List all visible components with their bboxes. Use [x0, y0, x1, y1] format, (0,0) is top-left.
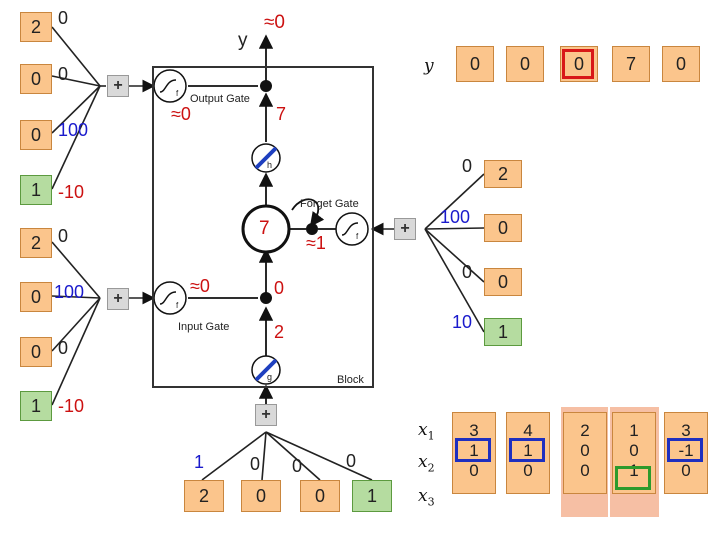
x-seq-3-value-1: 2 [580, 421, 590, 440]
input-weight-1: 0 [58, 226, 69, 246]
x-seq-4-value-3: 1 [629, 461, 639, 480]
h-symbol: h [267, 160, 273, 170]
x-seq-4-value-1: 1 [629, 421, 639, 440]
input-gate-value: ≈0 [190, 276, 210, 296]
memory-cell [241, 204, 291, 254]
input-gate-sigmoid [153, 281, 187, 315]
input-gate-fanin [51, 241, 101, 406]
y-sequence-symbol: y [424, 56, 434, 76]
forget-weight-2: 100 [440, 207, 471, 227]
input-multiply-node [260, 292, 272, 304]
forget-weight-1: 0 [462, 156, 473, 176]
cell-input-sum: + [255, 404, 277, 426]
y-output-label: y [238, 30, 248, 51]
x-seq-1-value-1: 3 [469, 421, 479, 440]
cell-input-box-4: 1 [352, 480, 392, 512]
output-weight-3: 100 [58, 120, 89, 140]
input-input-box-1: 2 [20, 228, 52, 258]
forget-input-box-2: 0 [484, 214, 522, 242]
y-seq-2: 0 [506, 46, 544, 82]
cell-input-box-1: 2 [184, 480, 224, 512]
output-gate-value: ≈0 [171, 104, 191, 124]
cell-weight-1: 1 [194, 452, 205, 472]
x-seq-2-highlight [509, 438, 545, 462]
g-symbol: g [267, 372, 273, 382]
input-gate-label: Input Gate [178, 321, 230, 333]
output-approx: ≈0 [264, 12, 285, 33]
output-weight-2: 0 [58, 64, 69, 84]
forget-gate-value: ≈1 [306, 233, 326, 253]
output-weight-4: -10 [58, 182, 85, 202]
x-seq-2-value-1: 4 [523, 421, 533, 440]
output-gate-sum: + [107, 75, 129, 97]
forget-weight-3: 0 [462, 262, 473, 282]
input-flow-value: 0 [274, 278, 285, 298]
input-weight-2: 100 [54, 282, 85, 302]
input-input-box-3: 0 [20, 337, 52, 367]
input-input-box-4: 1 [20, 391, 52, 421]
x-seq-5-value-2: -1 [678, 441, 694, 460]
forget-multiply-node [306, 223, 318, 235]
cell-weight-4: 0 [346, 451, 357, 471]
x2-symbol: x2 [418, 452, 435, 475]
y-seq-3-highlight [562, 49, 594, 79]
lstm-block-frame [152, 66, 374, 388]
x-seq-1-highlight [455, 438, 491, 462]
cell-input-fanin [201, 431, 373, 481]
forget-gate-sum: + [394, 218, 416, 240]
output-gate-fanin [51, 26, 106, 190]
x-seq-5-value-1: 3 [681, 421, 691, 440]
forget-gate-label: Forget Gate [300, 198, 359, 210]
cell-weight-3: 0 [292, 456, 303, 476]
output-gate-sigmoid [153, 69, 187, 103]
forget-input-box-4: 1 [484, 318, 522, 346]
output-weight-1: 0 [58, 8, 69, 28]
h-output-value: 7 [276, 104, 287, 124]
x-seq-2-value-3: 0 [523, 461, 533, 480]
x-seq-1-value-3: 0 [469, 461, 479, 480]
output-gate-f: f [176, 89, 179, 98]
y-seq-4: 7 [612, 46, 650, 82]
x-seq-2-value-2: 1 [523, 441, 533, 460]
output-multiply-node [260, 80, 272, 92]
x-seq-column-3: 2 0 0 [563, 412, 607, 494]
input-weight-3: 0 [58, 338, 69, 358]
y-seq-5: 0 [662, 46, 700, 82]
output-input-box-4: 1 [20, 175, 52, 205]
forget-input-box-3: 0 [484, 268, 522, 296]
g-value: 2 [274, 322, 285, 342]
forget-gate-fanin [424, 173, 485, 333]
x-seq-5-highlight [667, 438, 703, 462]
cell-weight-2: 0 [250, 454, 261, 474]
input-gate-sum: + [107, 288, 129, 310]
cell-input-box-3: 0 [300, 480, 340, 512]
x-seq-5-value-3: 0 [681, 461, 691, 480]
x-seq-3-value-2: 0 [580, 441, 590, 460]
output-gate-label: Output Gate [190, 93, 250, 105]
x-seq-3-value-3: 0 [580, 461, 590, 480]
output-input-box-2: 0 [20, 64, 52, 94]
y-seq-1: 0 [456, 46, 494, 82]
block-label: Block [337, 374, 364, 386]
output-input-box-1: 2 [20, 12, 52, 42]
x-seq-1-value-2: 1 [469, 441, 479, 460]
forget-input-box-1: 2 [484, 160, 522, 188]
forget-weight-4: 10 [452, 312, 473, 332]
forget-gate-f: f [356, 232, 359, 241]
x1-symbol: x1 [418, 420, 435, 443]
memory-value: 7 [259, 218, 270, 239]
x-seq-4-value-2: 0 [629, 441, 639, 460]
x3-symbol: x3 [418, 486, 435, 509]
output-input-box-3: 0 [20, 120, 52, 150]
block-internal-wires [188, 34, 336, 404]
forget-gate-sigmoid [335, 212, 369, 246]
cell-input-box-2: 0 [241, 480, 281, 512]
input-gate-f: f [176, 301, 179, 310]
input-input-box-2: 0 [20, 282, 52, 312]
x-seq-4-highlight [615, 466, 651, 490]
input-weight-4: -10 [58, 396, 85, 416]
